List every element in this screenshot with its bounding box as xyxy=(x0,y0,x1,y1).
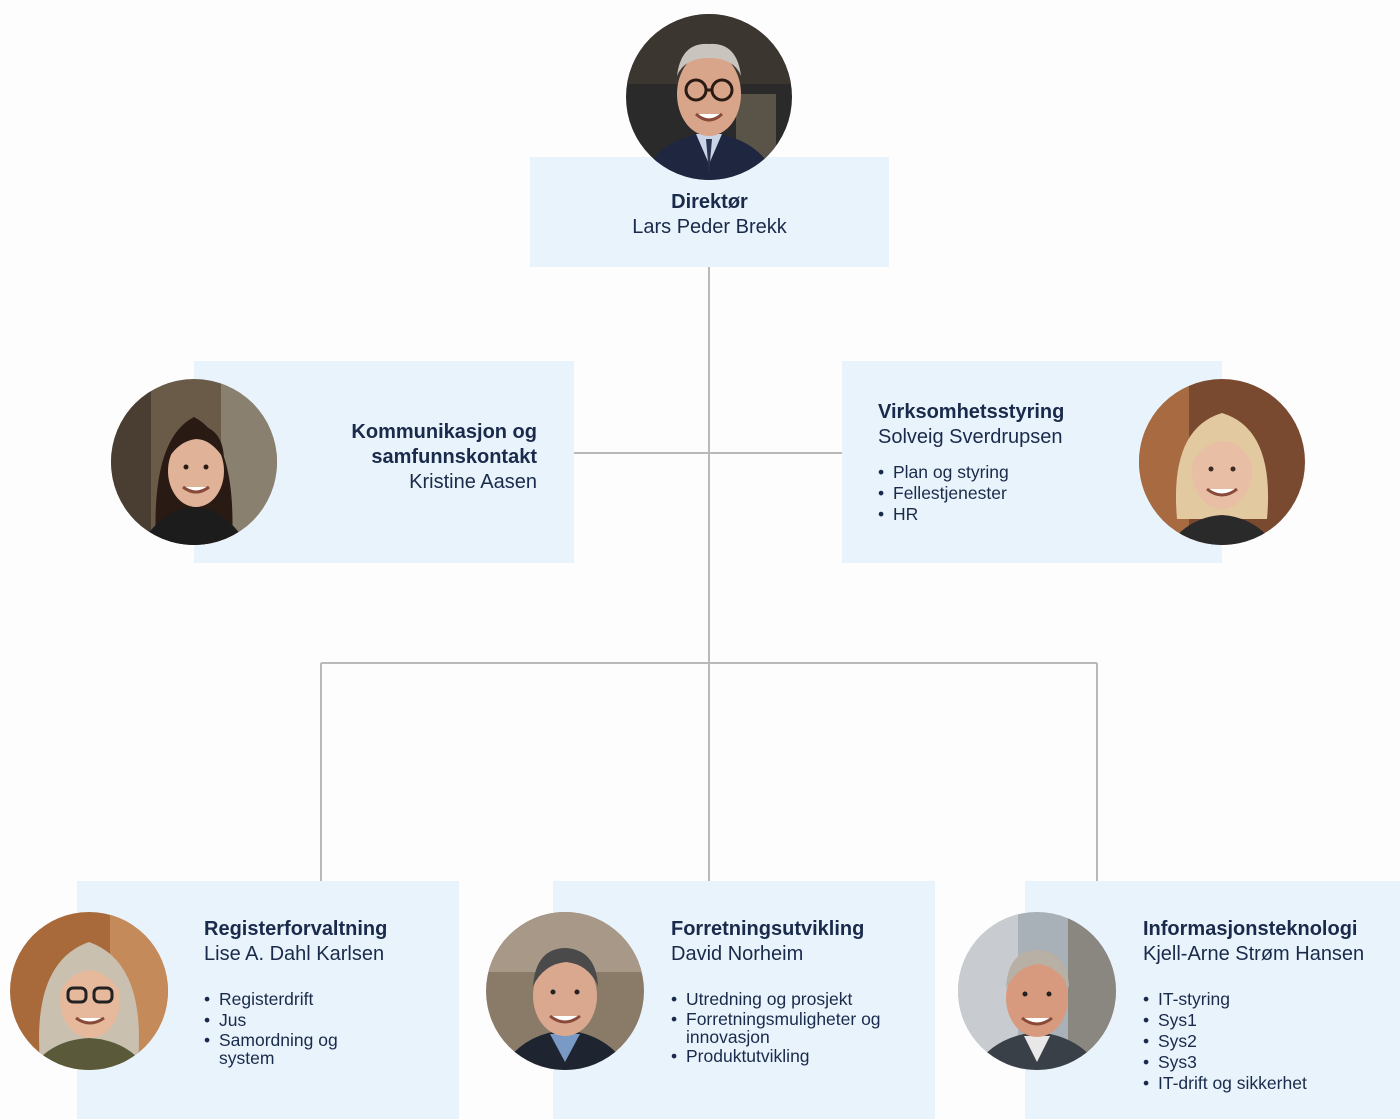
staff-left-title-line2: samfunnskontakt xyxy=(371,446,537,468)
director-name: Lars Peder Brekk xyxy=(632,216,787,238)
department-head-name: David Norheim xyxy=(671,943,804,965)
list-item: Registerdrift xyxy=(204,989,374,1010)
director-title: Direktør xyxy=(671,191,748,213)
operations-avatar xyxy=(1139,379,1305,545)
list-item: Jus xyxy=(204,1010,374,1031)
list-item: Utredning og prosjekt xyxy=(671,989,891,1010)
director-avatar xyxy=(626,14,792,180)
list-item: IT-drift og sikkerhet xyxy=(1143,1073,1364,1094)
it-avatar xyxy=(958,912,1116,1070)
business-development-avatar xyxy=(486,912,644,1070)
list-item: IT-styring xyxy=(1143,989,1364,1010)
staff-right-title: Virksomhetsstyring xyxy=(878,401,1065,423)
staff-right-name: Solveig Sverdrupsen xyxy=(878,426,1063,448)
department-task-list: Registerdrift Jus Samordning og system xyxy=(204,989,374,1067)
list-item: Fellestjenester xyxy=(878,483,1064,504)
list-item: Plan og styring xyxy=(878,462,1064,483)
list-item: Produktutvikling xyxy=(671,1046,891,1067)
staff-left-title-line1: Kommunikasjon og xyxy=(351,421,537,443)
list-item: Samordning og system xyxy=(204,1031,374,1067)
staff-right-task-list: Plan og styring Fellestjenester HR xyxy=(878,462,1064,525)
department-title: Forretningsutvikling xyxy=(671,918,865,940)
list-item: Sys3 xyxy=(1143,1052,1364,1073)
department-title: Informasjonsteknologi xyxy=(1143,918,1358,940)
department-head-name: Lise A. Dahl Karlsen xyxy=(204,943,385,965)
list-item: Sys2 xyxy=(1143,1031,1364,1052)
list-item: Forretningsmuligheter og innovasjon xyxy=(671,1010,891,1046)
registry-avatar xyxy=(10,912,168,1070)
communications-avatar xyxy=(111,379,277,545)
department-task-list: IT-styring Sys1 Sys2 Sys3 IT-drift og si… xyxy=(1143,989,1364,1094)
department-task-list: Utredning og prosjekt Forretningsmulighe… xyxy=(671,989,891,1067)
list-item: Sys1 xyxy=(1143,1010,1364,1031)
list-item: HR xyxy=(878,504,1064,525)
staff-left-name: Kristine Aasen xyxy=(409,471,537,493)
department-title: Registerforvaltning xyxy=(204,918,388,940)
department-head-name: Kjell-Arne Strøm Hansen xyxy=(1143,943,1365,965)
